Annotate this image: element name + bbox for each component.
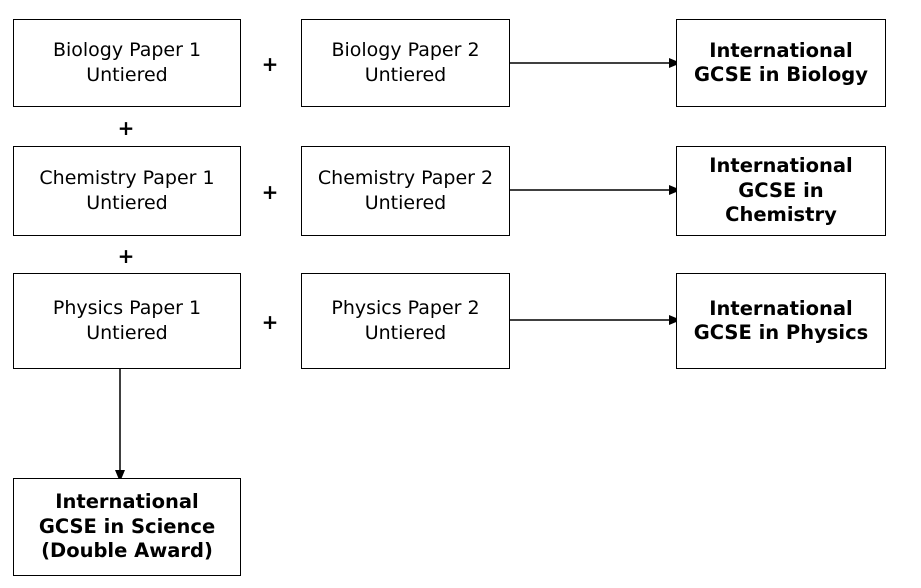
physics-paper-2-title: Physics Paper 2 bbox=[331, 297, 480, 319]
physics-paper-1-tier: Untiered bbox=[86, 322, 168, 344]
physics-paper-2-tier: Untiered bbox=[364, 322, 447, 344]
outcome-chemistry-box: International GCSE in Chemistry bbox=[676, 146, 886, 236]
outcome-science-double-box: International GCSE in Science (Double Aw… bbox=[13, 478, 241, 576]
physics-paper-2-box: Physics Paper 2 Untiered bbox=[301, 273, 510, 369]
physics-paper-1-box: Physics Paper 1 Untiered bbox=[13, 273, 241, 369]
outcome-science-line-3: (Double Award) bbox=[41, 539, 213, 563]
chemistry-paper-2-title: Chemistry Paper 2 bbox=[317, 167, 494, 189]
plus-biology: + bbox=[261, 52, 279, 76]
outcome-chemistry-line-1: International bbox=[709, 154, 853, 178]
biology-paper-1-title: Biology Paper 1 bbox=[52, 39, 202, 61]
plus-biology-chemistry: + bbox=[117, 116, 135, 140]
chemistry-paper-2-tier: Untiered bbox=[364, 192, 447, 214]
biology-paper-1-box: Biology Paper 1 Untiered bbox=[13, 19, 241, 107]
outcome-science-line-2: GCSE in Science bbox=[38, 514, 216, 538]
outcome-chemistry-line-3: Chemistry bbox=[725, 203, 837, 227]
biology-paper-2-title: Biology Paper 2 bbox=[331, 39, 480, 61]
biology-paper-1-tier: Untiered bbox=[86, 64, 168, 86]
outcome-biology-line-2: GCSE in Biology bbox=[694, 63, 868, 86]
biology-paper-2-box: Biology Paper 2 Untiered bbox=[301, 19, 510, 107]
outcome-science-line-1: International bbox=[55, 490, 199, 514]
outcome-physics-line-1: International bbox=[709, 296, 853, 320]
plus-chemistry: + bbox=[261, 180, 279, 204]
outcome-physics-box: International GCSE in Physics bbox=[676, 273, 886, 369]
outcome-biology-box: International GCSE in Biology bbox=[676, 19, 886, 107]
physics-paper-1-title: Physics Paper 1 bbox=[52, 297, 202, 319]
chemistry-paper-2-box: Chemistry Paper 2 Untiered bbox=[301, 146, 510, 236]
outcome-chemistry-line-2: GCSE in bbox=[738, 178, 824, 202]
chemistry-paper-1-title: Chemistry Paper 1 bbox=[39, 167, 215, 189]
plus-physics: + bbox=[261, 310, 279, 334]
chemistry-paper-1-box: Chemistry Paper 1 Untiered bbox=[13, 146, 241, 236]
biology-paper-2-tier: Untiered bbox=[364, 64, 447, 86]
chemistry-paper-1-tier: Untiered bbox=[86, 192, 168, 214]
outcome-physics-line-2: GCSE in Physics bbox=[693, 321, 869, 344]
outcome-biology-line-1: International bbox=[709, 38, 853, 62]
plus-chemistry-physics: + bbox=[117, 244, 135, 268]
